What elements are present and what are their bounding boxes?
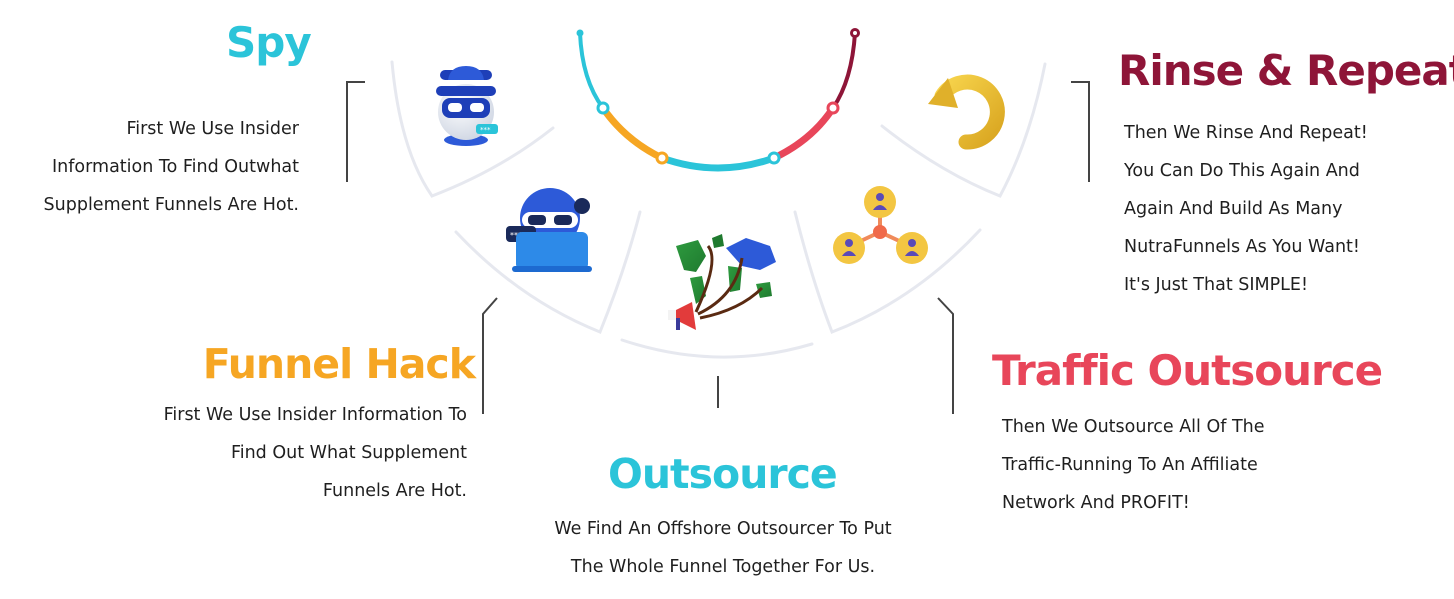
bracket-rinse <box>1071 81 1090 182</box>
step-outsource-line-2: The Whole Funnel Together For Us. <box>570 557 876 577</box>
step-traffic-outsource-line-2: Traffic-Running To An Affiliate <box>1002 455 1258 475</box>
panel-funnel-hack <box>454 210 642 334</box>
step-outsource-description: We Find An Offshore Outsourcer To Put Th… <box>522 510 924 586</box>
arc-node-2 <box>655 151 669 165</box>
step-rinse-repeat-line-4: NutraFunnels As You Want! <box>1124 237 1360 257</box>
step-rinse-repeat-line-5: It's Just That SIMPLE! <box>1124 275 1308 295</box>
panel-rinse <box>880 62 1047 198</box>
bracket-lines <box>346 81 1090 414</box>
repeat-arrow-icon <box>928 74 1005 150</box>
network-people-icon <box>833 186 928 264</box>
step-traffic-outsource-description: Then We Outsource All Of The Traffic-Run… <box>1002 408 1265 522</box>
step-spy-title: Spy <box>226 18 312 67</box>
step-rinse-repeat-line-3: Again And Build As Many <box>1124 199 1343 219</box>
arc-orange <box>599 104 666 162</box>
spy-agent-icon: *** <box>436 66 498 146</box>
step-funnel-hack-description: First We Use Insider Information To Find… <box>164 396 467 510</box>
bracket-spy <box>346 81 365 182</box>
panel-spy <box>390 60 555 198</box>
step-outsource-line-1: We Find An Offshore Outsourcer To Put <box>554 519 892 539</box>
panel-traffic <box>793 210 982 334</box>
arc-node-3 <box>767 151 781 165</box>
step-outsource-title: Outsource <box>608 450 838 498</box>
arc-red <box>770 104 837 162</box>
step-spy-description: First We Use Insider Information To Find… <box>44 110 299 224</box>
step-rinse-repeat-line-2: You Can Do This Again And <box>1124 161 1360 181</box>
step-funnel-hack-line-1: First We Use Insider Information To <box>163 405 467 425</box>
arc-nodes <box>576 28 860 165</box>
arc-node-4 <box>826 101 840 115</box>
arc-node-1 <box>596 101 610 115</box>
step-rinse-repeat-line-1: Then We Rinse And Repeat! <box>1124 123 1368 143</box>
step-traffic-outsource-line-3: Network And PROFIT! <box>1002 493 1190 513</box>
step-spy-line-3: Supplement Funnels Are Hot. <box>43 195 299 215</box>
step-funnel-hack-title: Funnel Hack <box>202 340 476 388</box>
world-map-megaphone-icon <box>668 234 776 330</box>
step-rinse-repeat-description: Then We Rinse And Repeat! You Can Do Thi… <box>1124 114 1368 304</box>
step-funnel-hack-line-3: Funnels Are Hot. <box>322 481 467 501</box>
progress-arc <box>578 31 857 172</box>
step-rinse-repeat-title: Rinse & Repeat <box>1118 46 1454 95</box>
step-spy-line-2: Information To Find Outwhat <box>52 157 299 177</box>
step-traffic-outsource-line-1: Then We Outsource All Of The <box>1002 417 1265 437</box>
arc-cyan <box>658 154 778 172</box>
arc-node-start <box>576 29 584 37</box>
svg-text:***: *** <box>510 231 522 240</box>
arc-cyan-start <box>578 31 605 110</box>
bracket-traffic <box>937 297 954 414</box>
segment-panels <box>390 60 1047 359</box>
hacker-laptop-icon: *** <box>506 188 592 272</box>
arc-node-end <box>850 28 860 38</box>
arc-crimson-end <box>831 31 857 110</box>
svg-text:***: *** <box>480 126 491 134</box>
step-spy-line-1: First We Use Insider <box>126 119 299 139</box>
bracket-funnel-hack <box>482 297 498 414</box>
panel-outsource <box>620 338 814 359</box>
step-traffic-outsource-title: Traffic Outsource <box>992 346 1383 395</box>
step-funnel-hack-line-2: Find Out What Supplement <box>230 443 467 463</box>
